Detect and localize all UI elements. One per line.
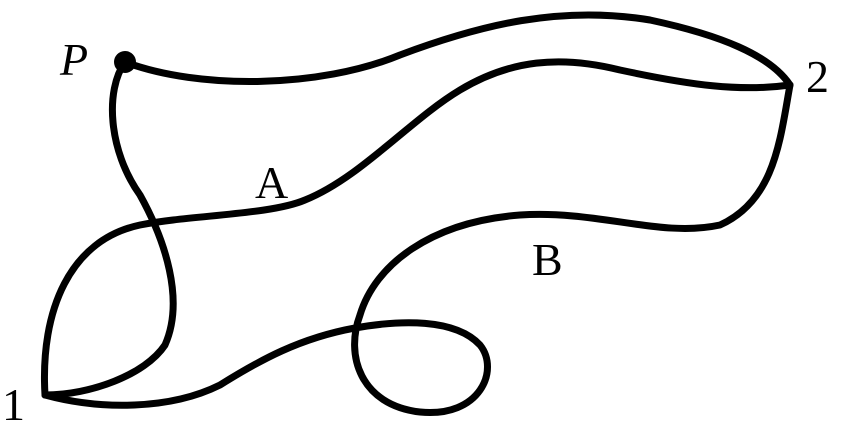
point-p-dot xyxy=(114,51,136,73)
label-p: P xyxy=(59,34,88,85)
label-a: A xyxy=(255,157,288,208)
path-p-loop-through-1 xyxy=(41,58,177,399)
upper-path-p-to-2 xyxy=(121,11,794,89)
label-2: 2 xyxy=(806,51,829,102)
label-1: 1 xyxy=(2,379,25,430)
path-b-2-to-1 xyxy=(41,81,794,416)
label-b: B xyxy=(532,234,563,285)
path-a-1-to-2 xyxy=(40,58,794,399)
